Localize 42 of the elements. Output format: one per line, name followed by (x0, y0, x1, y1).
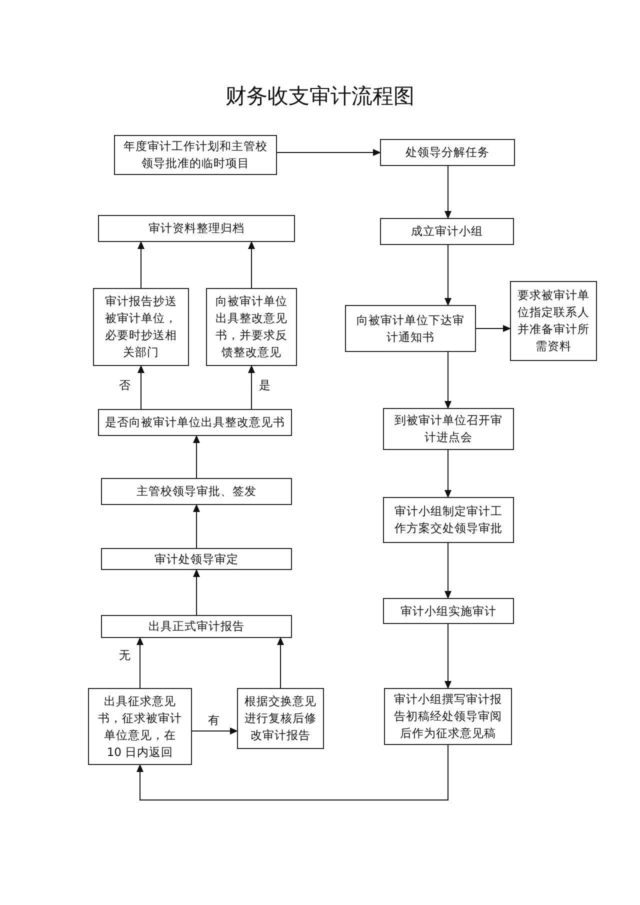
edge-label: 无 (118, 648, 132, 663)
arrow (193, 569, 200, 616)
arrow (193, 504, 200, 548)
arrow (248, 241, 255, 288)
arrow (444, 166, 452, 219)
edge-label: 否 (118, 378, 132, 393)
title: 财务收支审计流程图 (224, 83, 416, 110)
arrow (136, 744, 448, 800)
process-box: 出具正式审计报告 (101, 615, 292, 638)
arrow (444, 450, 452, 498)
arrow (476, 325, 511, 332)
process-box: 审计处领导审定 (101, 548, 292, 570)
edge-label: 是 (258, 378, 272, 393)
process-box: 处领导分解任务 (380, 139, 515, 166)
edge-label: 有 (207, 713, 221, 728)
arrow (192, 728, 238, 734)
process-box: 审计报告抄送被审计单位，必要时抄送相关部门 (93, 288, 189, 366)
arrow (444, 244, 452, 306)
process-box: 主管校领导审批、签发 (101, 478, 292, 505)
arrow (193, 435, 200, 478)
arrow (138, 241, 144, 288)
process-box: 要求被审计单位指定联系人并准备审计所需资料 (510, 281, 597, 361)
arrow (248, 365, 255, 410)
arrow (136, 637, 144, 688)
process-box: 审计小组制定审计工作方案交处领导审批 (383, 497, 514, 543)
process-box: 审计资料整理归档 (98, 215, 295, 242)
arrow (444, 352, 452, 409)
process-box: 向被审计单位出具整改意见书，并要求反馈整改意见 (206, 288, 297, 366)
process-box: 成立审计小组 (380, 218, 514, 245)
process-box: 到被审计单位召开审计进点会 (383, 408, 514, 450)
process-box: 年度审计工作计划和主管校领导批准的临时项目 (114, 135, 277, 175)
arrow (444, 624, 452, 689)
process-box: 向被审计单位下达审计通知书 (345, 305, 476, 352)
arrow (138, 365, 144, 410)
arrow (444, 542, 452, 599)
process-box: 审计小组实施审计 (383, 598, 514, 624)
arrow (277, 637, 284, 688)
process-box: 根据交换意见进行复核后修改审计报告 (237, 688, 324, 749)
process-box: 出具征求意见书，征求被审计单位意见，在 10 日内返回 (88, 688, 192, 765)
process-box: 审计小组撰写审计报告初稿经处领导审阅后作为征求意见稿 (384, 688, 512, 745)
process-box: 是否向被审计单位出具整改意见书 (98, 409, 292, 436)
arrow (276, 149, 381, 156)
